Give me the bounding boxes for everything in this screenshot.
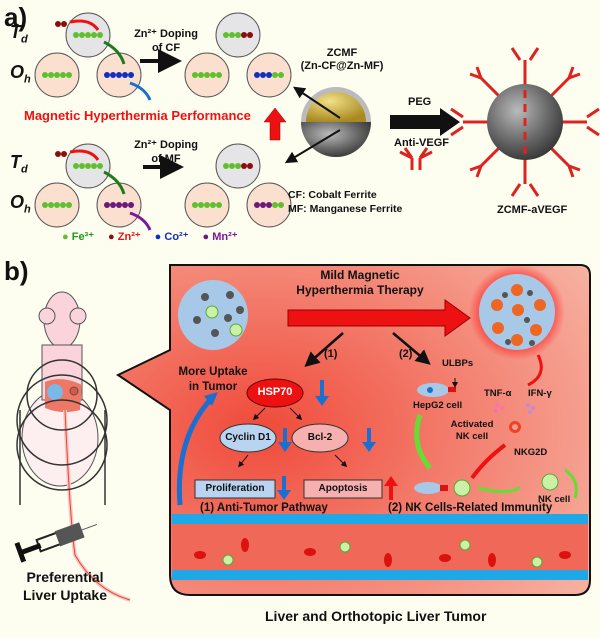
site-oh-label-2: Oh	[10, 192, 31, 216]
nkg2d-label: NKG2D	[514, 447, 548, 458]
panel-b-label: b)	[4, 256, 29, 286]
apoptosis-box	[303, 479, 383, 499]
hsp70-node	[246, 378, 304, 408]
bcl2-node	[291, 423, 349, 453]
zcmf-avegf-label: ZCMF-aVEGF	[497, 204, 568, 216]
anti-vegf-label: Anti-VEGF	[394, 137, 449, 149]
pathway-1-marker: (1)	[324, 348, 338, 360]
tumor-cluster-after	[469, 264, 565, 360]
tumor-panel	[115, 264, 591, 596]
site-td-label-2: Td	[10, 152, 28, 176]
zcmf-label: ZCMF(Zn-CF@Zn-MF)	[300, 47, 384, 72]
liver-caption: Liver and Orthotopic Liver Tumor	[265, 608, 487, 624]
performance-label: Magnetic Hyperthermia Performance	[24, 108, 251, 123]
ion-legend: ● Fe³⁺ ● Zn²⁺ ● Co²⁺ ● Mn²⁺	[62, 230, 238, 243]
cf-crystal-after	[184, 12, 292, 98]
nk-cell-label: NK cell	[538, 494, 571, 505]
hepg2-label: HepG2 cell	[413, 400, 463, 411]
syringe-icon	[14, 522, 98, 563]
tnf-label: TNF-α	[484, 388, 512, 399]
anti-tumor-pathway-label: (1) Anti-Tumor Pathway	[200, 502, 328, 514]
increase-arrow	[263, 107, 287, 141]
panel-a-label: a)	[4, 2, 28, 32]
legend-zn: ● Zn²⁺	[108, 231, 141, 243]
site-td-label: Td	[10, 22, 28, 46]
apoptosis-label: Apoptosis	[318, 483, 368, 494]
peg-label: PEG	[408, 96, 432, 108]
mouse-illustration	[16, 291, 131, 602]
hsp70-label: HSP70	[257, 386, 293, 398]
site-oh-label: Oh	[10, 62, 31, 86]
mf-crystal-before	[34, 143, 152, 231]
legend-mn: ● Mn²⁺	[202, 231, 238, 243]
peg-arrow	[390, 108, 460, 136]
legend-fe: ● Fe³⁺	[62, 231, 95, 243]
tumor-cluster-before	[178, 280, 248, 350]
bcl2-label: Bcl-2	[307, 432, 333, 443]
ifn-label: IFN-γ	[528, 388, 552, 399]
therapy-arrow	[287, 299, 471, 337]
cyclin-label: Cyclin D1	[225, 432, 271, 443]
pathway-2-marker: (2)	[399, 348, 413, 360]
blood-vessel	[172, 514, 588, 580]
proliferation-box	[194, 479, 276, 499]
legend-co: ● Co²⁺	[154, 231, 189, 243]
proliferation-label: Proliferation	[205, 483, 265, 494]
mf-crystal-after	[184, 143, 292, 228]
ulbps-label: ULBPs	[442, 358, 474, 369]
antibody-icon	[399, 147, 433, 170]
cyclin-node	[219, 423, 277, 453]
cf-crystal-before	[34, 12, 152, 101]
zcmf-avegf-particle	[450, 47, 600, 197]
nk-immunity-label: (2) NK Cells-Related Immunity	[388, 502, 553, 514]
